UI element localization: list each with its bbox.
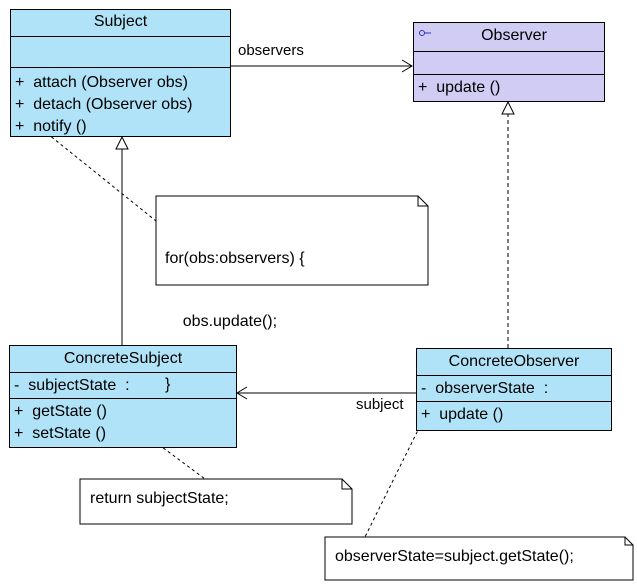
subject-class-name: Subject xyxy=(93,13,148,30)
subject-association-label: subject xyxy=(356,396,404,413)
observers-association xyxy=(231,59,413,73)
concrete-observer-attr-state: - observerState : xyxy=(421,380,549,397)
concrete-observer-class-name: ConcreteObserver xyxy=(448,353,580,370)
concrete-subject-operations: + getState () + setState () xyxy=(10,398,236,447)
realization-arrow xyxy=(501,100,515,348)
concrete-subject-attributes: - subjectState : xyxy=(10,372,236,401)
observer-interface-name: Observer xyxy=(481,27,547,44)
concrete-observer-op-update: + update () xyxy=(421,406,504,423)
subject-class[interactable]: Subject + attach (Observer obs) + detach… xyxy=(10,9,231,137)
update-note-text: observerState=subject.getState(); xyxy=(335,548,574,565)
notify-note-line-2: obs.update(); xyxy=(165,313,278,330)
subject-attributes xyxy=(11,36,230,69)
subject-operations: + attach (Observer obs) + detach (Observ… xyxy=(11,67,230,136)
concrete-subject-attr-state: - subjectState : xyxy=(14,377,130,394)
observer-operations: + update () xyxy=(414,74,604,101)
interface-icon xyxy=(419,30,431,36)
concrete-subject-class-name: ConcreteSubject xyxy=(63,350,183,367)
subject-association xyxy=(236,386,416,400)
concrete-observer-attributes: - observerState : xyxy=(417,375,611,404)
concrete-subject-class[interactable]: ConcreteSubject - subjectState : + getSt… xyxy=(9,345,237,448)
update-note xyxy=(324,536,634,581)
notify-note-line-3: } xyxy=(165,376,171,393)
getstate-note xyxy=(79,478,353,525)
getstate-note-text: return subjectState; xyxy=(90,490,229,507)
subject-op-notify: + notify () xyxy=(15,118,87,135)
observer-op-update: + update () xyxy=(418,79,501,96)
observers-association-label: observers xyxy=(238,42,304,59)
subject-op-detach: + detach (Observer obs) xyxy=(15,96,193,113)
notify-note xyxy=(155,195,429,286)
concrete-subject-op-getstate: + getState () xyxy=(14,403,107,420)
concrete-observer-class[interactable]: ConcreteObserver - observerState : + upd… xyxy=(416,348,612,431)
observer-interface[interactable]: Observer + update () xyxy=(413,22,605,102)
notify-note-text: for(obs:observers) { obs.update(); } xyxy=(165,206,305,416)
concrete-subject-op-setstate: + setState () xyxy=(14,425,107,442)
notify-note-line-1: for(obs:observers) { xyxy=(165,250,305,267)
generalization-arrow xyxy=(115,135,129,345)
subject-op-attach: + attach (Observer obs) xyxy=(15,74,188,91)
observer-attributes xyxy=(414,51,604,76)
concrete-observer-operations: + update () xyxy=(417,401,611,430)
